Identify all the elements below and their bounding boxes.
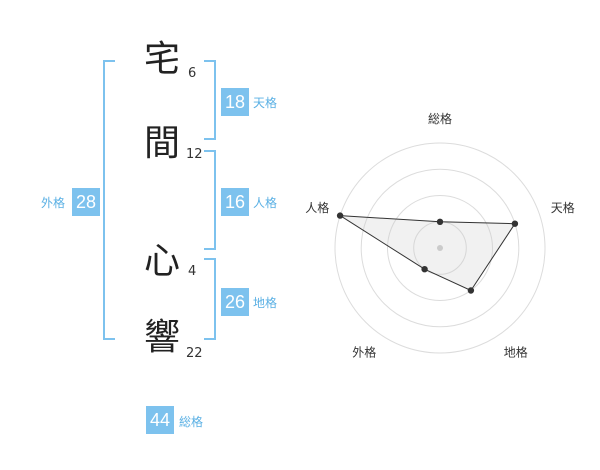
radar-axis-label-1: 総格	[428, 111, 452, 126]
gaikaku-bracket	[103, 60, 115, 340]
radar-point-1	[436, 218, 444, 225]
gaikaku-value: 28	[72, 188, 100, 216]
radar-point-4	[421, 266, 428, 273]
stroke-count-4: 22	[186, 346, 203, 361]
chikaku-bracket	[204, 258, 216, 340]
radar-axis-label-4: 外格	[352, 344, 376, 359]
radar-point-2	[511, 220, 519, 227]
name-char-1: 宅	[144, 39, 181, 80]
name-char-4: 響	[144, 317, 181, 358]
chikaku-label: 地格	[253, 296, 278, 310]
tenkaku-label: 天格	[253, 96, 278, 110]
chikaku-value: 26	[221, 288, 249, 316]
tenkaku-bracket	[204, 60, 216, 140]
radar-grid-ring	[360, 168, 520, 328]
jinkaku-value: 16	[221, 188, 249, 216]
radar-series-area	[339, 215, 516, 292]
gaikaku-label: 外格	[41, 196, 66, 210]
radar-center	[437, 245, 443, 251]
stroke-count-2: 12	[186, 147, 203, 162]
tenkaku-value: 18	[221, 88, 249, 116]
radar-axis-label-2: 天格	[551, 200, 575, 215]
radar-axis-label-3: 地格	[504, 344, 528, 359]
name-char-2: 間	[144, 123, 181, 164]
radar-point-3	[467, 287, 475, 294]
radar-axis-label-5: 人格	[305, 200, 329, 215]
radar-point-5	[336, 212, 344, 219]
jinkaku-label: 人格	[253, 196, 278, 210]
radar-grid-ring	[387, 195, 493, 301]
jinkaku-bracket	[204, 150, 216, 250]
stroke-count-3: 4	[188, 264, 197, 279]
soukaku-value: 44	[146, 406, 174, 434]
radar-grid-ring	[334, 142, 546, 354]
stroke-count-1: 6	[188, 66, 197, 81]
soukaku-label: 総格	[179, 415, 204, 429]
name-char-3: 心	[144, 241, 181, 282]
